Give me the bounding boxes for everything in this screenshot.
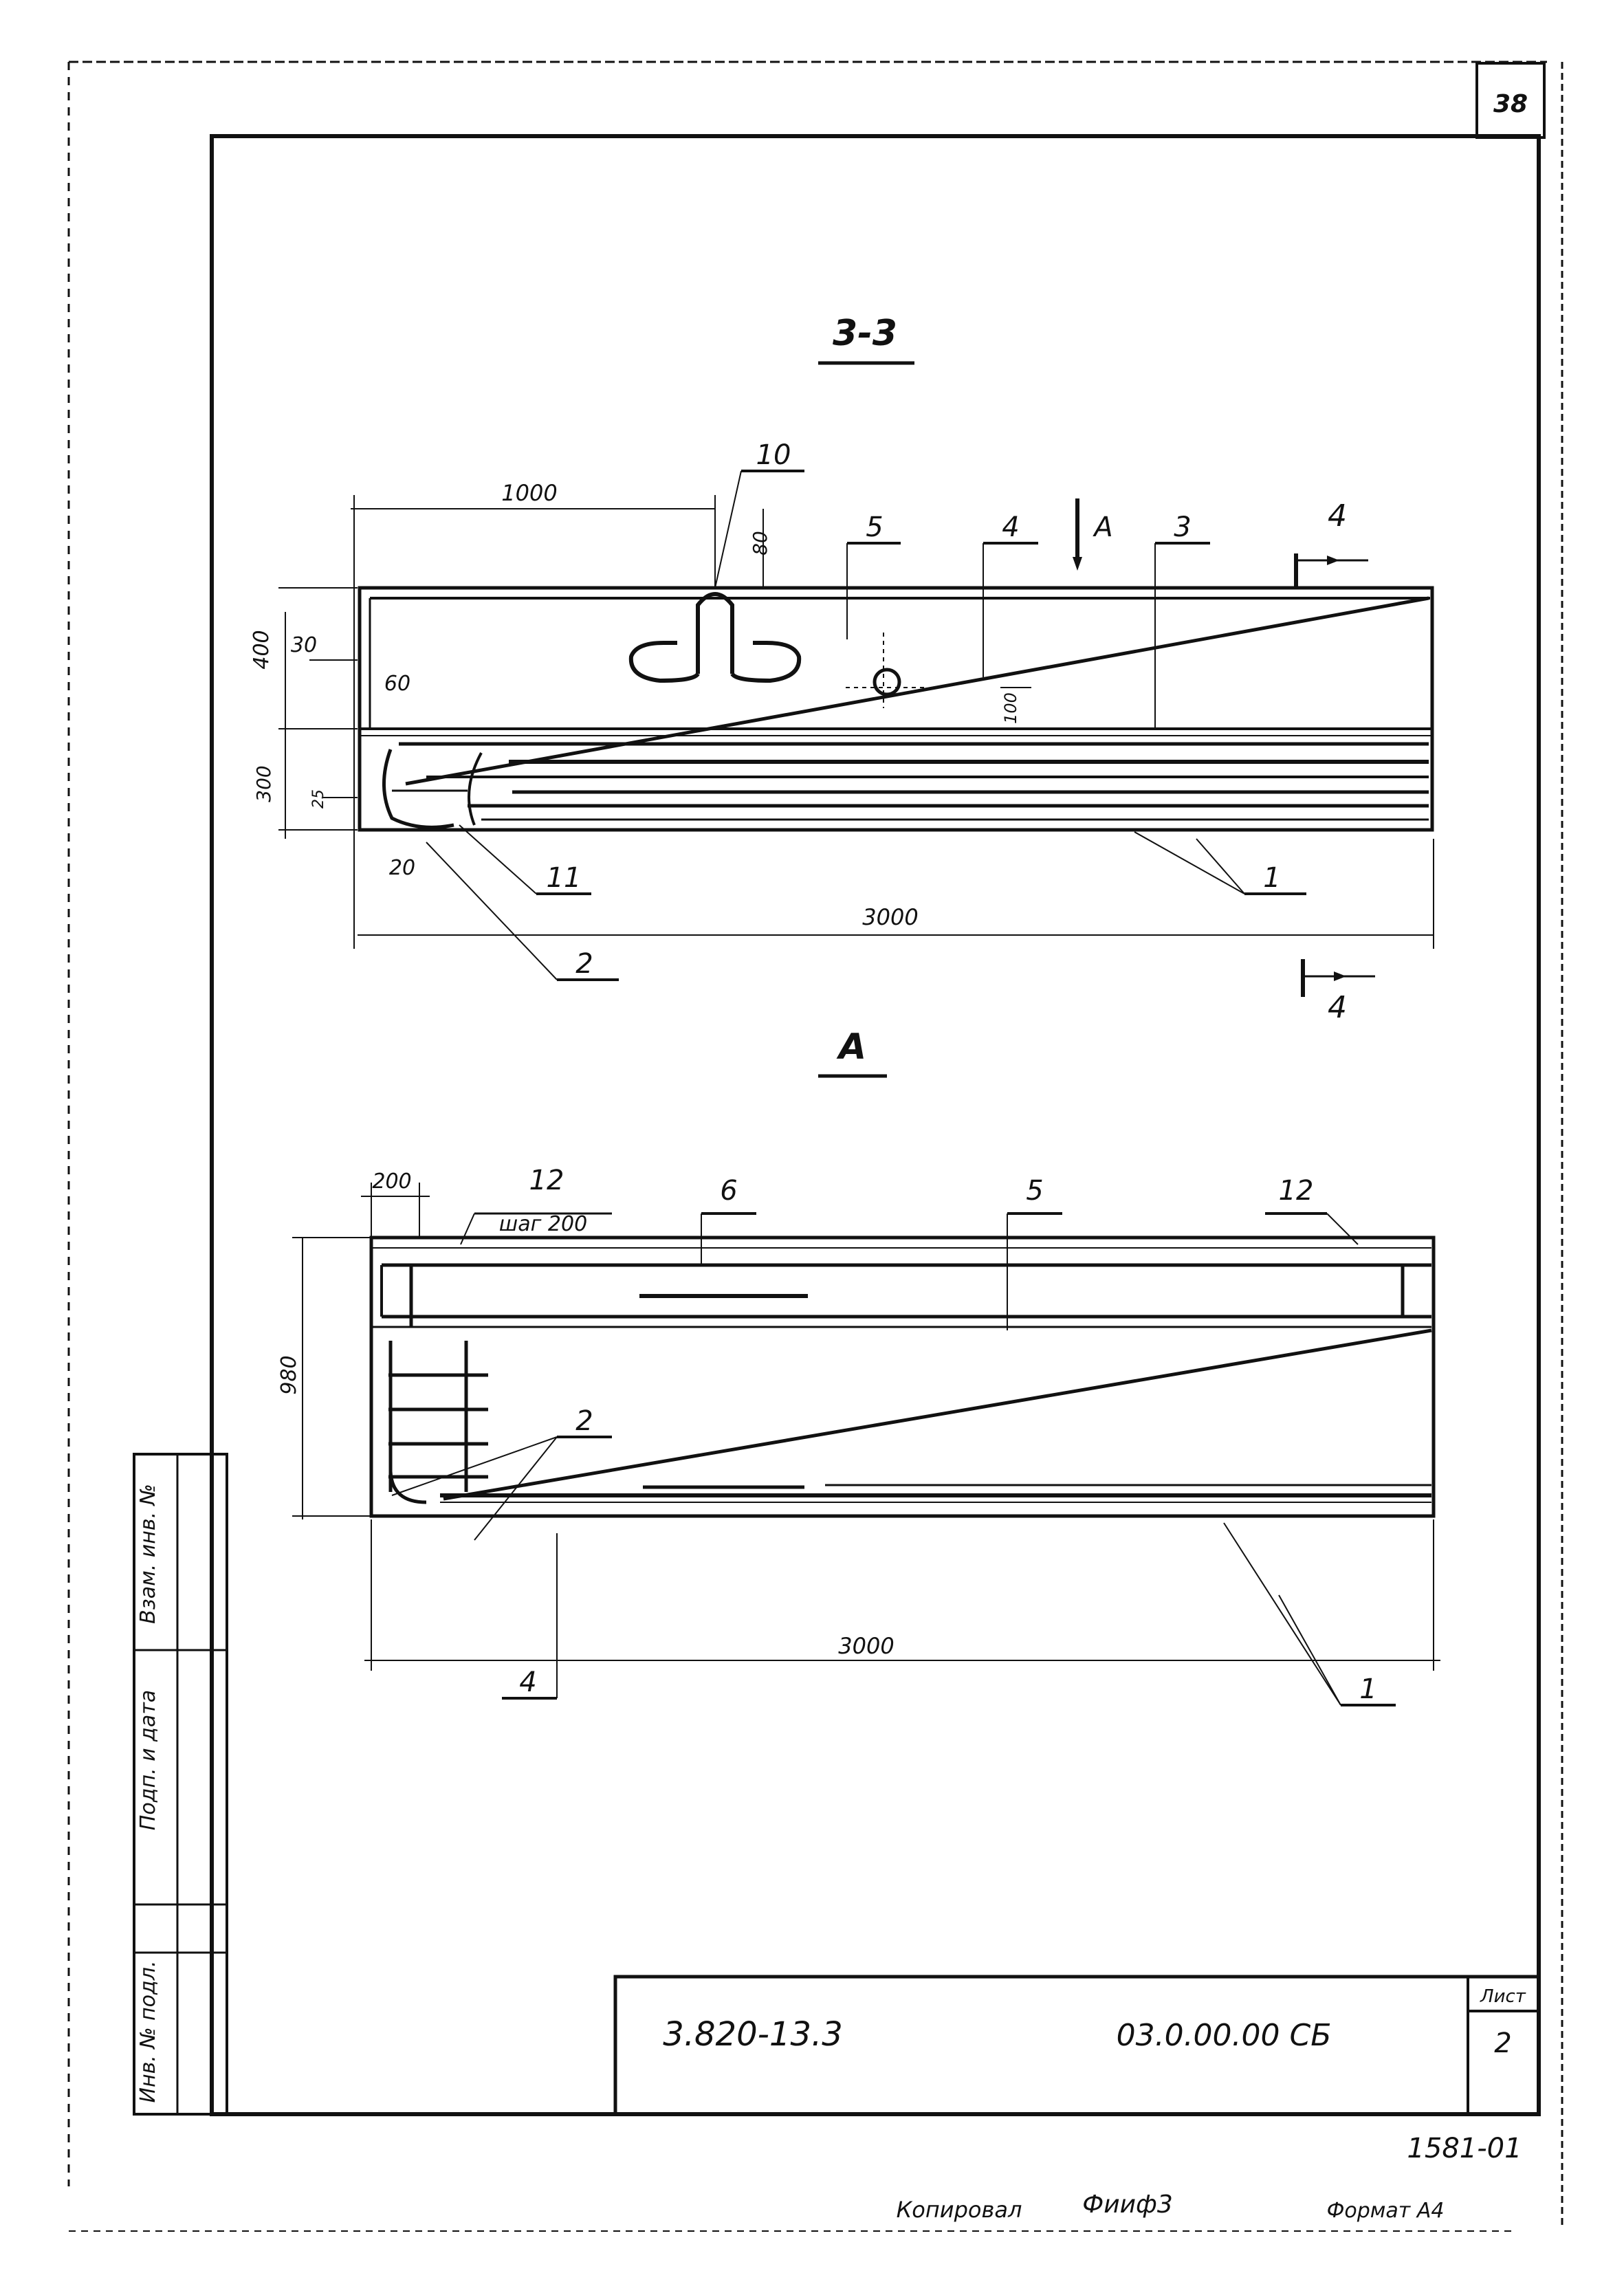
callout-A: A	[1092, 512, 1112, 543]
archive-number: 1581-01	[1407, 2133, 1522, 2164]
sheet-value: 2	[1494, 2028, 1511, 2059]
callout-2-a: 2	[575, 1405, 593, 1437]
callout-11: 11	[547, 862, 582, 894]
section-3-3-title: 3-3	[833, 313, 897, 354]
copied-label: Копировал	[897, 2197, 1022, 2223]
sheet-frame	[67, 61, 1563, 2228]
step-note: шаг 200	[499, 1212, 587, 1236]
view-a-title: A	[836, 1026, 866, 1068]
document-designation: 03.0.00.00 СБ	[1117, 2018, 1332, 2053]
dim-30: 30	[291, 633, 317, 657]
title-block: 3.820-13.3 03.0.00.00 СБ Лист 2	[613, 1975, 1541, 2116]
dim-400: 400	[250, 630, 274, 669]
callout-5: 5	[866, 512, 883, 543]
dim-80: 80	[749, 531, 771, 556]
dim-980: 980	[277, 1355, 301, 1394]
series-code: 3.820-13.3	[663, 2015, 843, 2054]
dim-100: 100	[1001, 692, 1020, 724]
callout-4: 4	[1002, 512, 1019, 543]
sheet-number: 38	[1493, 90, 1528, 118]
dim-3000: 3000	[862, 904, 918, 930]
dim-200: 200	[372, 1170, 411, 1194]
stamp-sign-date: Подп. и дата	[136, 1690, 160, 1830]
callout-5-a: 5	[1026, 1175, 1043, 1207]
callout-12-right: 12	[1279, 1175, 1314, 1207]
dim-20: 20	[389, 856, 415, 880]
stamp-replaced-inv: Взам. инв. №	[136, 1484, 160, 1624]
dim-300: 300	[252, 765, 275, 802]
callout-12-left: 12	[529, 1165, 564, 1196]
dim-1000: 1000	[501, 480, 557, 506]
dim-60: 60	[384, 672, 410, 696]
side-stamp: Взам. инв. № Подп. и дата Инв. № подл.	[133, 1453, 228, 2116]
copied-signature: Фииф3	[1082, 2190, 1172, 2219]
dim-3000-a: 3000	[838, 1633, 894, 1659]
callout-3: 3	[1174, 512, 1191, 543]
callout-6: 6	[720, 1175, 737, 1207]
callout-10: 10	[756, 439, 791, 471]
callout-1-a: 1	[1359, 1673, 1376, 1705]
cut-mark-4-bottom: 4	[1328, 990, 1347, 1025]
footer: Копировал Фииф3 Формат А4	[69, 2190, 1513, 2232]
callout-2: 2	[575, 948, 593, 980]
dim-25: 25	[310, 789, 327, 809]
cut-mark-4-top: 4	[1328, 498, 1347, 534]
callout-4-a: 4	[519, 1667, 536, 1698]
section-3-3: 3-3	[250, 313, 1434, 1025]
sheet-label: Лист	[1480, 1986, 1526, 2007]
format-label: Формат А4	[1327, 2199, 1445, 2223]
stamp-original-inv: Инв. № подл.	[136, 1961, 160, 2103]
callout-1: 1	[1263, 862, 1280, 894]
view-a: A 200 980	[277, 1026, 1440, 1706]
